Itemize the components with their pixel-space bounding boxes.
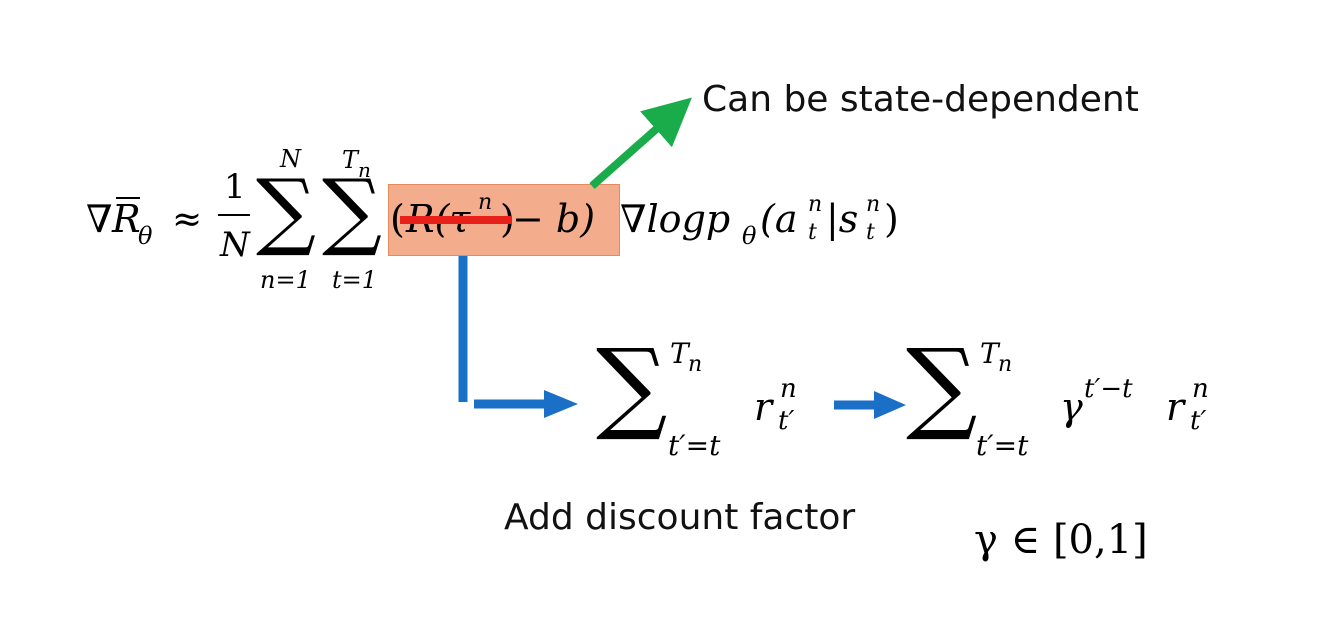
action-sub: t — [808, 220, 817, 245]
sum-b-upper-sub: n — [998, 352, 1013, 377]
blue-arrow-1-head — [544, 390, 578, 418]
args-close: ) — [884, 197, 899, 241]
action-sup: n — [808, 192, 823, 217]
state-bar: |s — [826, 197, 859, 241]
sum-a-lower: t′=t — [668, 429, 721, 462]
gamma-range-label: γ ∈ [0,1] — [974, 517, 1148, 563]
paren-open: ( — [390, 197, 405, 241]
fraction-denominator: N — [220, 225, 250, 265]
fraction-bar — [218, 214, 250, 216]
nabla-symbol: ∇ — [86, 197, 113, 241]
sum-a-upper-sub: n — [688, 352, 703, 377]
action-open: (a — [760, 197, 798, 241]
sum1-upper: N — [280, 145, 301, 173]
sum-a-term-sup: n — [780, 374, 797, 404]
theta-subscript: θ — [138, 222, 153, 250]
reward-bar — [116, 197, 140, 199]
sum1-lower: n=1 — [260, 266, 311, 294]
sum-b-gamma-sup: t′−t — [1084, 374, 1133, 404]
sum-a-upper: T — [670, 337, 689, 370]
crossed-return-sup: n — [478, 190, 493, 215]
sum2-lower: t=1 — [332, 266, 378, 294]
sum-b-term-sub: t′ — [1190, 406, 1207, 436]
sum-a-term-sub: t′ — [778, 406, 795, 436]
state-dependent-label: Can be state-dependent — [702, 79, 1139, 120]
green-arrow — [589, 97, 692, 189]
sum2-upper-sub: n — [358, 158, 371, 182]
sum-b-lower: t′=t — [976, 429, 1029, 462]
state-sup: n — [866, 192, 881, 217]
sum-b-term-sup: n — [1192, 374, 1209, 404]
blue-arrow-2-head — [874, 391, 906, 419]
discount-label: Add discount factor — [504, 497, 856, 538]
sum-b-sigma: ∑ — [906, 327, 978, 444]
sum-b-gamma: γ — [1060, 385, 1083, 429]
reward-symbol: R — [112, 197, 141, 241]
minus-baseline: − b) — [512, 197, 596, 241]
approx-symbol: ≈ — [172, 199, 203, 240]
sum-b-term: r — [1166, 385, 1185, 429]
sum-a-sigma: ∑ — [596, 327, 668, 444]
sum1-sigma: ∑ — [256, 161, 316, 259]
sum-a-term: r — [754, 385, 773, 429]
grad-log-prob: ∇logp — [620, 197, 731, 241]
fraction-numerator: 1 — [224, 167, 246, 207]
sum-b-upper: T — [980, 337, 999, 370]
strike-line — [400, 216, 512, 224]
sum2-upper: T — [342, 146, 359, 174]
state-sub: t — [866, 220, 875, 245]
sum2-sigma: ∑ — [322, 161, 382, 259]
grad-log-prob-sub: θ — [742, 222, 757, 250]
